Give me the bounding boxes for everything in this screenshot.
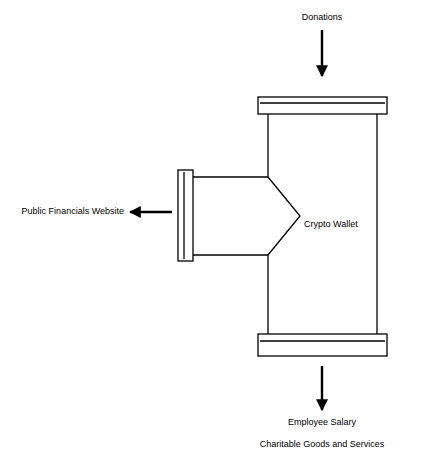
flow-label: Donations xyxy=(222,12,422,23)
flange-line xyxy=(260,102,385,103)
bottom-flange xyxy=(258,334,387,356)
flange-line xyxy=(260,340,385,341)
flow-label: Charitable Goods and Services xyxy=(222,439,422,450)
flow-arrow xyxy=(321,30,323,76)
body-wall xyxy=(267,255,268,334)
flow-arrow xyxy=(130,211,172,213)
node-label: Crypto Wallet xyxy=(304,219,358,230)
branch-joint xyxy=(268,177,300,255)
flow-label: Public Financials Website xyxy=(0,206,124,217)
top-flange xyxy=(258,97,387,114)
body-wall xyxy=(267,114,268,177)
branch-wall xyxy=(193,254,268,255)
flow-label: Employee Salary xyxy=(222,417,422,428)
pipe-body: Crypto Wallet xyxy=(268,115,377,334)
side-flange xyxy=(178,170,193,261)
body-wall xyxy=(376,114,377,334)
flow-arrow xyxy=(321,366,323,410)
branch-wall xyxy=(193,176,268,177)
flange-line xyxy=(183,172,184,259)
